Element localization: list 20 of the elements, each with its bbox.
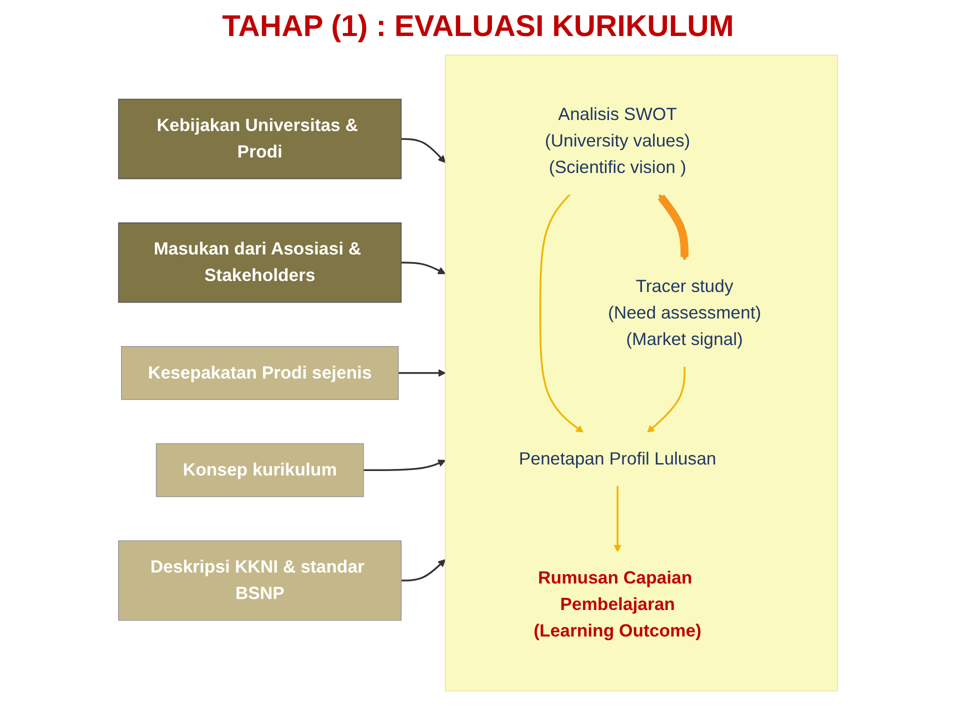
node-box: Kebijakan Universitas & Prodi <box>118 98 402 180</box>
arrow <box>398 369 446 377</box>
node-text: Tracer study (Need assessment) (Market signal) <box>608 277 761 350</box>
arrow <box>539 194 584 433</box>
node-box: Deskripsi KKNI & standar BSNP <box>118 540 402 621</box>
arrow <box>658 194 688 261</box>
arrow <box>401 262 446 274</box>
arrow <box>363 460 446 472</box>
arrow <box>646 366 686 433</box>
node-box: Masukan dari Asosiasi & Stakeholders <box>118 222 402 303</box>
node-text: Penetapan Profil Lulusan <box>518 449 716 469</box>
arrow <box>614 486 622 552</box>
node-text: Analisis SWOT (University values) (Scientific vision ) <box>544 104 690 178</box>
cluster <box>444 54 838 692</box>
node-text: Rumusan Capaian Pembelajaran (Learning Outcome) <box>534 568 702 642</box>
title: TAHAP (1) : EVALUASI KURIKULUM <box>221 10 735 44</box>
node-box: Konsep kurikulum <box>156 443 364 498</box>
arrow <box>401 559 446 582</box>
node-box: Kesepakatan Prodi sejenis <box>120 346 399 400</box>
arrow <box>401 138 446 163</box>
